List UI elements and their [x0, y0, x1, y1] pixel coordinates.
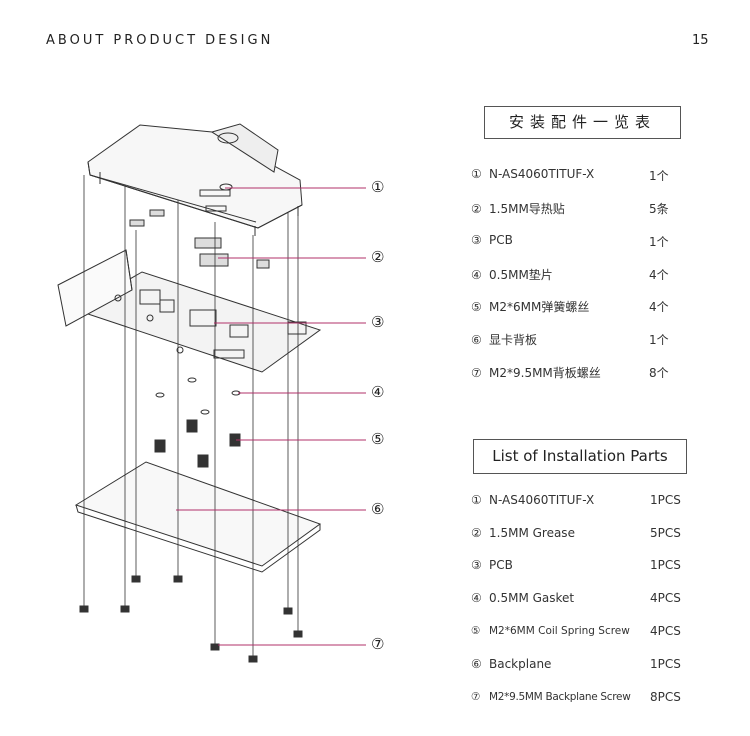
parts-cn-qty-6: 1个	[649, 333, 669, 347]
parts-cn-qty-1: 1个	[649, 169, 669, 183]
backplane	[74, 461, 322, 573]
gaskets	[155, 377, 241, 415]
callout-2: ②	[371, 248, 385, 266]
parts-list-cn-title: 安装配件一览表	[484, 106, 681, 139]
parts-cn-qty-7: 8个	[649, 366, 669, 380]
parts-cn-qty-5: 4个	[649, 300, 669, 314]
callout-7: ⑦	[371, 635, 385, 653]
callout-1: ①	[371, 178, 385, 196]
page-number: 15	[692, 33, 709, 48]
parts-en-qty-2: 5PCS	[650, 526, 681, 540]
parts-cn-qty-2: 5条	[649, 202, 669, 216]
parts-cn-qty-3: 1个	[649, 235, 669, 249]
backplane-screws	[79, 575, 303, 663]
callout-4: ④	[371, 383, 385, 401]
callout-3: ③	[371, 313, 385, 331]
thermal-pads	[129, 209, 270, 269]
pcb-board	[57, 249, 322, 373]
parts-en-qty-7: 8PCS	[650, 690, 681, 704]
parts-en-qty-1: 1PCS	[650, 493, 681, 507]
parts-en-qty-6: 1PCS	[650, 657, 681, 671]
callout-6: ⑥	[371, 500, 385, 518]
spring-screws	[154, 419, 241, 468]
parts-en-qty-3: 1PCS	[650, 558, 681, 572]
parts-cn-qty-4: 4个	[649, 268, 669, 282]
water-block	[87, 123, 303, 236]
parts-list-en-title: List of Installation Parts	[473, 439, 687, 474]
parts-en-qty-4: 4PCS	[650, 591, 681, 605]
parts-en-qty-5: 4PCS	[650, 624, 681, 638]
page-header-title: ABOUT PRODUCT DESIGN	[46, 33, 274, 48]
callout-5: ⑤	[371, 430, 385, 448]
